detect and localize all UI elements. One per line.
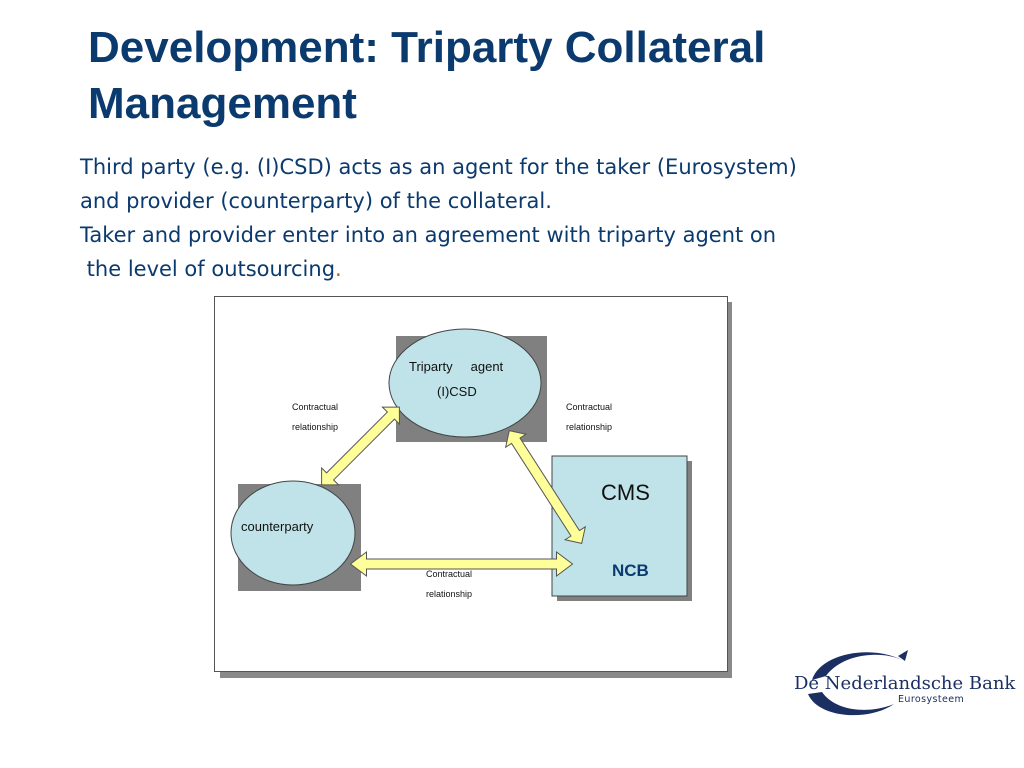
logo-name: De Nederlandsche Bank xyxy=(794,673,1016,694)
body-line-4-period: . xyxy=(335,257,342,281)
slide-title: Development: Triparty Collateral Managem… xyxy=(88,20,988,132)
arrow-triparty-cms xyxy=(504,430,587,544)
relation-right-line-2: relationship xyxy=(566,422,613,432)
relation-left-line-2: relationship xyxy=(292,422,339,432)
dnb-swoosh-logo-icon xyxy=(808,650,908,716)
relation-right-line-1: Contractual xyxy=(566,402,613,412)
triparty-agent-node xyxy=(388,328,542,438)
title-line-2: Management xyxy=(88,79,357,128)
ncb-label: NCB xyxy=(612,561,649,580)
body-line-4: the level of outsourcing. xyxy=(80,252,940,286)
arrow-counterparty-cms xyxy=(349,551,574,577)
body-line-1: Third party (e.g. (I)CSD) acts as an age… xyxy=(80,155,797,179)
relation-right-label: Contractual relationship xyxy=(566,397,612,437)
counterparty-node xyxy=(230,480,356,586)
arrow-counterparty-triparty xyxy=(321,406,400,486)
relation-left-label: Contractual relationship xyxy=(292,397,338,437)
relation-bottom-label: Contractual relationship xyxy=(426,564,472,604)
relation-bottom-line-2: relationship xyxy=(426,589,473,599)
relation-bottom-line-1: Contractual xyxy=(426,569,473,579)
logo-subtitle: Eurosysteem xyxy=(898,694,965,705)
relation-left-line-1: Contractual xyxy=(292,402,339,412)
body-line-3: Taker and provider enter into an agreeme… xyxy=(80,223,777,247)
title-line-1: Development: Triparty Collateral xyxy=(88,23,766,72)
body-line-4-text: the level of outsourcing xyxy=(80,257,336,281)
triparty-label-line-2: (I)CSD xyxy=(437,384,477,399)
cms-label: CMS xyxy=(601,480,650,505)
counterparty-label: counterparty xyxy=(241,519,314,534)
triparty-label-line-1: Triparty agent xyxy=(409,359,504,374)
slide-body: Third party (e.g. (I)CSD) acts as an age… xyxy=(80,150,940,286)
body-line-2: and provider (counterparty) of the colla… xyxy=(80,189,552,213)
